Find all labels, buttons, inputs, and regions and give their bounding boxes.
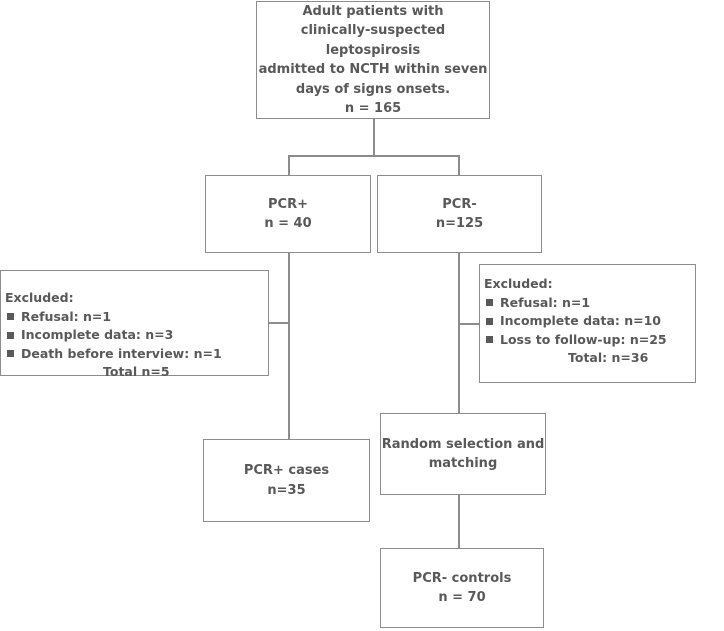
bullet-square-icon: [7, 331, 14, 339]
cases-title: PCR+ cases: [243, 463, 330, 478]
random-selection-box: Random selection and matching: [380, 413, 546, 495]
pcr-positive-cases-box: PCR+ cases n=35: [203, 439, 370, 522]
connector-pcr-neg-to-random: [458, 252, 460, 414]
excluded-left-box: Excluded: Refusal: n=1 Incomplete data: …: [0, 270, 269, 379]
excluded-right-item: Refusal: n=1: [484, 294, 695, 313]
connector-pcr-pos-to-cases: [288, 252, 290, 440]
pcr-negative-count: n=125: [435, 216, 484, 231]
excluded-left-total: Total n=5: [103, 364, 170, 379]
excluded-right-item: Incomplete data: n=10: [484, 312, 695, 331]
pcr-positive-count: n = 40: [264, 216, 312, 231]
pcr-negative-box: PCR- n=125: [377, 175, 542, 253]
enrollment-line-2: clinically-suspected leptospirosis: [300, 23, 446, 58]
connector-to-excluded-right: [458, 323, 480, 325]
excluded-right-header: Excluded:: [484, 276, 553, 291]
connector-to-excluded-left: [268, 322, 289, 324]
bullet-square-icon: [7, 350, 14, 358]
excluded-left-item: Death before interview: n=1: [5, 345, 268, 364]
enrollment-line-3: admitted to NCTH within seven: [258, 62, 488, 77]
controls-title: PCR- controls: [412, 570, 512, 586]
cases-count: n=35: [267, 482, 306, 498]
excluded-right-total: Total: n=36: [568, 350, 649, 365]
bullet-square-icon: [486, 317, 493, 325]
bullet-square-icon: [7, 313, 14, 321]
controls-count: n = 70: [438, 590, 486, 605]
connector-to-pcr-neg: [458, 155, 460, 175]
pcr-negative-title: PCR-: [442, 196, 477, 212]
connector-top-down: [373, 118, 375, 156]
excluded-left-item-text: Incomplete data: n=3: [21, 327, 174, 342]
enrollment-count: n = 165: [344, 101, 402, 116]
excluded-right-box: Excluded: Refusal: n=1 Incomplete data: …: [479, 264, 696, 383]
excluded-right-item-text: Refusal: n=1: [500, 294, 591, 310]
enrollment-box: Adult patients with clinically-suspected…: [256, 1, 490, 119]
bullet-square-icon: [486, 336, 493, 344]
pcr-positive-title: PCR+: [268, 196, 308, 212]
excluded-left-header: Excluded:: [5, 290, 74, 305]
connector-branch: [288, 155, 458, 157]
enrollment-line-1: Adult patients with: [302, 3, 444, 19]
excluded-left-item: Refusal: n=1: [5, 308, 268, 327]
excluded-right-item-text: Loss to follow-up: n=25: [500, 331, 667, 347]
excluded-left-item: Incomplete data: n=3: [5, 326, 268, 345]
random-selection-line-1: Random selection and: [381, 436, 545, 452]
bullet-square-icon: [486, 299, 493, 307]
pcr-positive-box: PCR+ n = 40: [205, 175, 371, 253]
excluded-left-item-text: Death before interview: n=1: [21, 345, 222, 361]
random-selection-line-2: matching: [428, 456, 498, 471]
excluded-right-item: Loss to follow-up: n=25: [484, 331, 695, 350]
connector-to-pcr-pos: [288, 155, 290, 175]
enrollment-line-4: days of signs onsets.: [295, 81, 451, 97]
connector-random-to-controls: [458, 494, 460, 549]
excluded-right-item-text: Incomplete data: n=10: [500, 313, 661, 328]
excluded-left-item-text: Refusal: n=1: [21, 308, 112, 324]
pcr-negative-controls-box: PCR- controls n = 70: [380, 548, 544, 628]
